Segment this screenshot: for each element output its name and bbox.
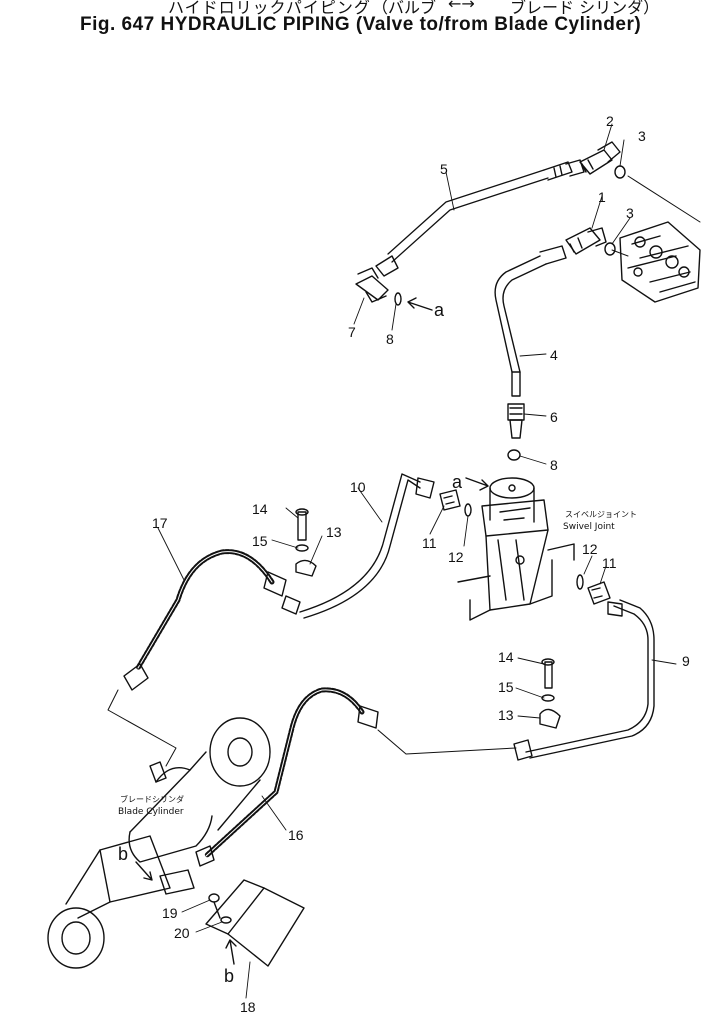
callout-4: 4 — [550, 347, 558, 363]
callout-20: 20 — [174, 925, 190, 941]
swivel-joint-label-jp: スイベルジョイント — [565, 510, 637, 519]
arrow-b-upper — [135, 861, 153, 881]
callout-14-lower: 14 — [498, 649, 514, 665]
part-16-hose — [195, 687, 379, 867]
leader-hose17-to-cylinder — [107, 689, 177, 767]
title-japanese-valve: （バルブ — [372, 0, 437, 17]
callout-10: 10 — [350, 479, 366, 495]
title-japanese-arrow: ←→ — [448, 0, 475, 13]
blade-cylinder-label-en: Blade Cylinder — [118, 807, 184, 817]
callout-7: 7 — [348, 324, 356, 340]
part-3-o-ring-top — [614, 165, 626, 179]
part-4-hose — [494, 245, 567, 397]
callout-18: 18 — [240, 999, 256, 1015]
callout-13-lower: 13 — [498, 707, 514, 723]
leader-to-valve-top — [627, 175, 701, 223]
callout-17: 17 — [152, 515, 168, 531]
part-6-adapter — [507, 403, 525, 439]
title-japanese: ハイドロリックパイピング — [168, 0, 371, 17]
reference-a-upper: a — [434, 300, 445, 320]
part-11-fitting-upper — [439, 489, 461, 511]
callout-16: 16 — [288, 827, 304, 843]
part-10-tube — [299, 473, 435, 619]
part-3-o-ring-lower — [604, 242, 616, 256]
figure-title: Fig. 647 HYDRAULIC PIPING (Valve to/from… — [80, 14, 642, 35]
callout-3-lower: 3 — [626, 205, 634, 221]
part-17-hose — [123, 549, 301, 691]
clamp-assembly-lower — [539, 658, 561, 729]
clamp-assembly-upper — [295, 508, 317, 577]
part-12-o-ring-right — [576, 574, 584, 590]
callout-6: 6 — [550, 409, 558, 425]
callout-numbers: 2 3 1 3 5 7 8 a 4 6 8 a 10 14 17 15 13 1… — [118, 113, 690, 1015]
part-7-elbow — [355, 267, 389, 303]
part-19-bolt — [208, 893, 221, 919]
callout-12-right: 12 — [582, 541, 598, 557]
arrow-a-lower — [465, 477, 489, 491]
part-12-o-ring-upper — [464, 503, 472, 517]
arrow-b-lower — [225, 939, 237, 965]
part-8-o-ring-lower — [507, 449, 521, 461]
callout-leaders — [157, 123, 677, 999]
figure-header: ハイドロリックパイピング （バルブ ←→ ブレード シリンダ） Fig. 647… — [0, 0, 703, 44]
reference-b-upper: b — [118, 844, 128, 864]
part-20-washer — [220, 916, 232, 924]
title-japanese-cylinder: ブレード シリンダ） — [510, 0, 660, 17]
blade-cylinder-label-jp: ブレードシリンダ — [120, 794, 184, 804]
callout-13-upper: 13 — [326, 524, 342, 540]
reference-b-lower: b — [224, 966, 234, 986]
control-valve-block — [619, 221, 701, 303]
callout-8-lower: 8 — [550, 457, 558, 473]
callout-12-upper: 12 — [448, 549, 464, 565]
callout-1: 1 — [598, 189, 606, 205]
part-9-tube — [513, 599, 655, 761]
swivel-joint-label-en: Swivel Joint — [563, 522, 615, 532]
callout-9: 9 — [682, 653, 690, 669]
callout-3-top: 3 — [638, 128, 646, 144]
part-1-fitting — [565, 227, 607, 255]
callout-19: 19 — [162, 905, 178, 921]
callout-11-right: 11 — [602, 555, 617, 571]
arrow-a-upper — [407, 297, 433, 311]
blade-cylinder — [47, 717, 271, 969]
callout-15-lower: 15 — [498, 679, 514, 695]
callout-14-upper: 14 — [252, 501, 268, 517]
callout-15-upper: 15 — [252, 533, 268, 549]
part-5-hose — [375, 159, 585, 277]
part-2-elbow-fitting — [579, 141, 621, 175]
part-11-fitting-right — [587, 581, 611, 605]
callout-2: 2 — [606, 113, 614, 129]
swivel-joint — [457, 477, 575, 621]
part-8-o-ring-upper — [394, 292, 402, 306]
part-18-guard-plate — [205, 879, 305, 967]
callout-8-upper: 8 — [386, 331, 394, 347]
callout-11-upper: 11 — [422, 535, 437, 551]
callout-5: 5 — [440, 161, 448, 177]
reference-a-lower: a — [452, 472, 463, 492]
leader-hose16-to-tube9 — [377, 729, 517, 755]
